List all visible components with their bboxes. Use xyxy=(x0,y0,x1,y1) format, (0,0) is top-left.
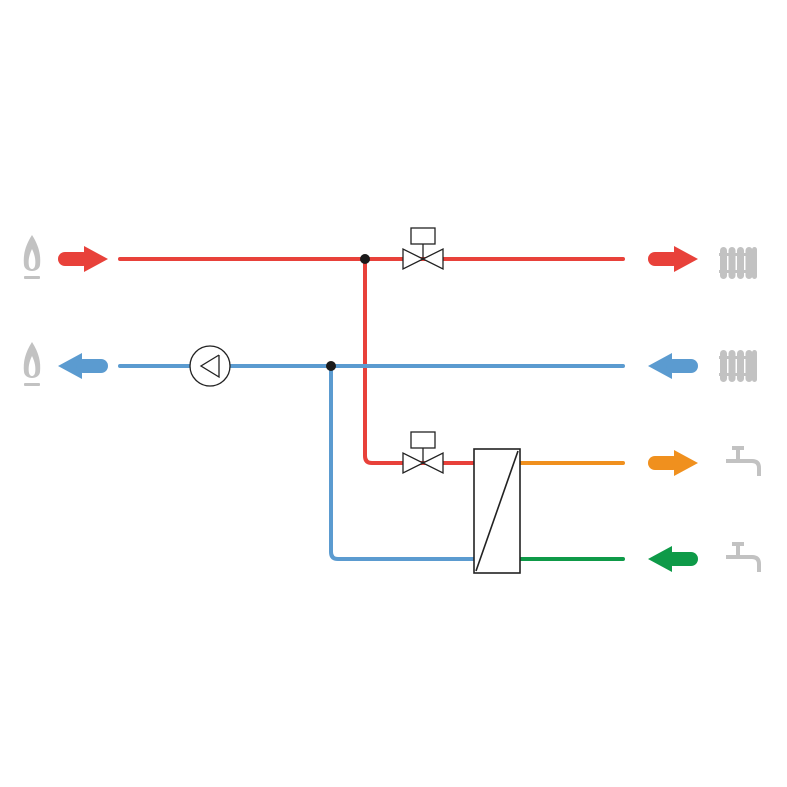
flame-icon xyxy=(23,235,41,279)
pipes xyxy=(118,257,625,561)
boiler-supply-arrow xyxy=(58,246,108,272)
heating-return-arrow xyxy=(648,353,698,379)
radiator-icon xyxy=(719,247,757,279)
supply-junction-dot xyxy=(360,254,370,264)
hot-water-valve xyxy=(402,431,444,475)
heating-return-load xyxy=(719,350,757,382)
boiler-return-arrow xyxy=(58,353,108,379)
heating-supply-load xyxy=(719,247,757,279)
tap-icon xyxy=(726,446,761,476)
hot-water-outlet-arrow xyxy=(648,450,698,476)
motorized-valve-icon xyxy=(402,431,444,475)
heating-supply-arrow xyxy=(648,246,698,272)
return-branch-pipe xyxy=(329,364,476,561)
cold-water-inlet-arrow xyxy=(648,546,698,572)
hot-water-tap xyxy=(726,446,761,476)
heating-valve xyxy=(402,227,444,271)
supply-branch-pipe xyxy=(363,257,476,465)
radiator-icon xyxy=(719,350,757,382)
circulation-pump-icon xyxy=(189,345,231,387)
cold-water-tap xyxy=(726,542,761,572)
tap-icon xyxy=(726,542,761,572)
circulation-pump xyxy=(189,345,231,387)
heat-exchanger xyxy=(473,448,521,574)
boiler-supply-source xyxy=(23,235,41,279)
boiler-return-source xyxy=(23,342,41,386)
flame-icon xyxy=(23,342,41,386)
return-junction-dot xyxy=(326,361,336,371)
motorized-valve-icon xyxy=(402,227,444,271)
plate-heat-exchanger-icon xyxy=(473,448,521,574)
